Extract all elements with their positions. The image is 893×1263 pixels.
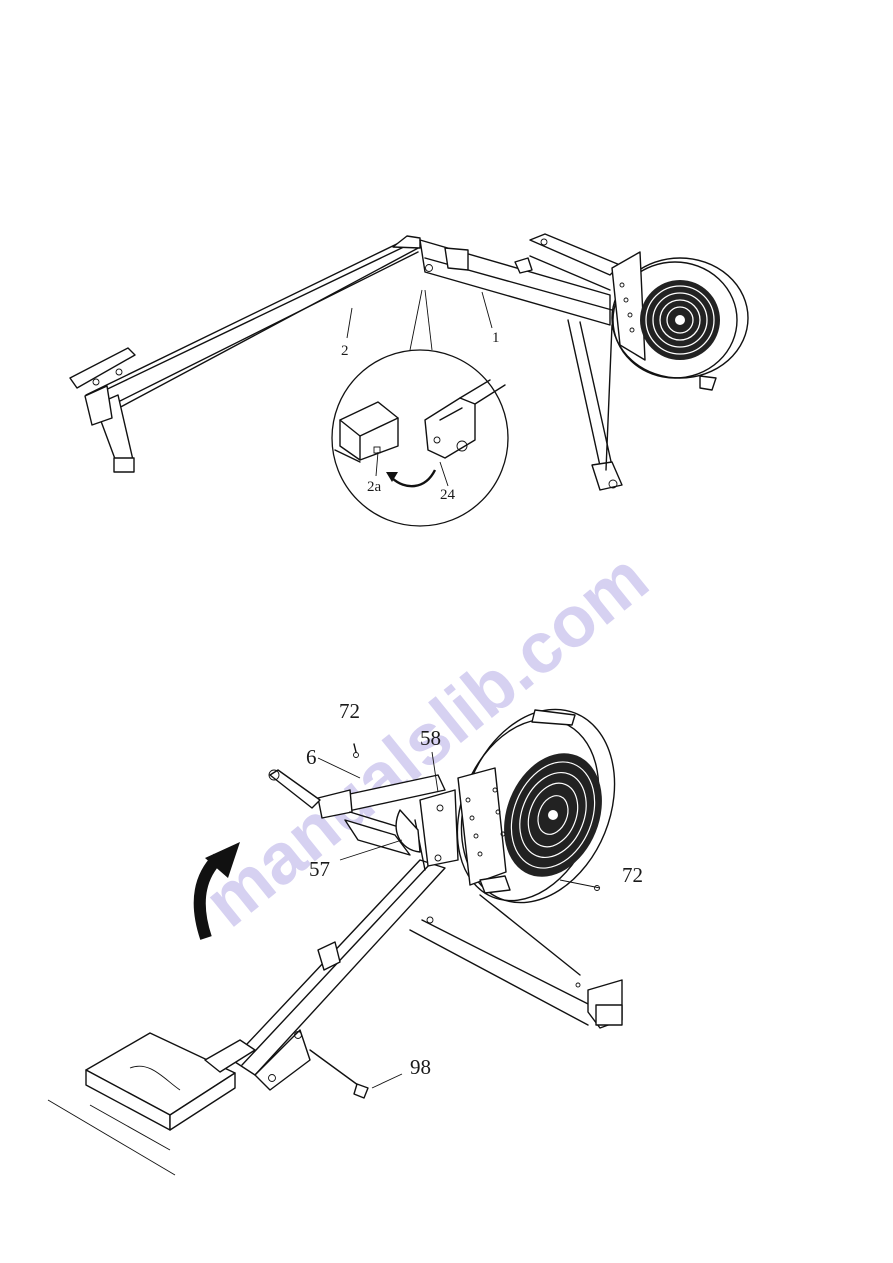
label-part-6: 6 [306, 745, 317, 769]
figure-1-rail-attachment: 2 1 2a 24 [70, 234, 748, 526]
label-part-1: 1 [492, 330, 500, 346]
detail-callout-circle [332, 350, 508, 526]
label-part-2a: 2a [367, 479, 382, 495]
foot-plate-figure-2 [86, 1033, 255, 1130]
label-part-2: 2 [341, 343, 349, 359]
label-part-24: 24 [440, 487, 456, 503]
pin-part-98 [310, 1050, 368, 1098]
rear-leg-figure-2 [410, 895, 622, 1028]
fan-housing-figure-1 [612, 252, 748, 390]
label-part-58: 58 [420, 726, 441, 750]
label-part-72-right: 72 [622, 863, 643, 887]
label-part-72-top: 72 [339, 699, 360, 723]
label-part-57: 57 [309, 857, 330, 881]
label-part-98: 98 [410, 1055, 431, 1079]
